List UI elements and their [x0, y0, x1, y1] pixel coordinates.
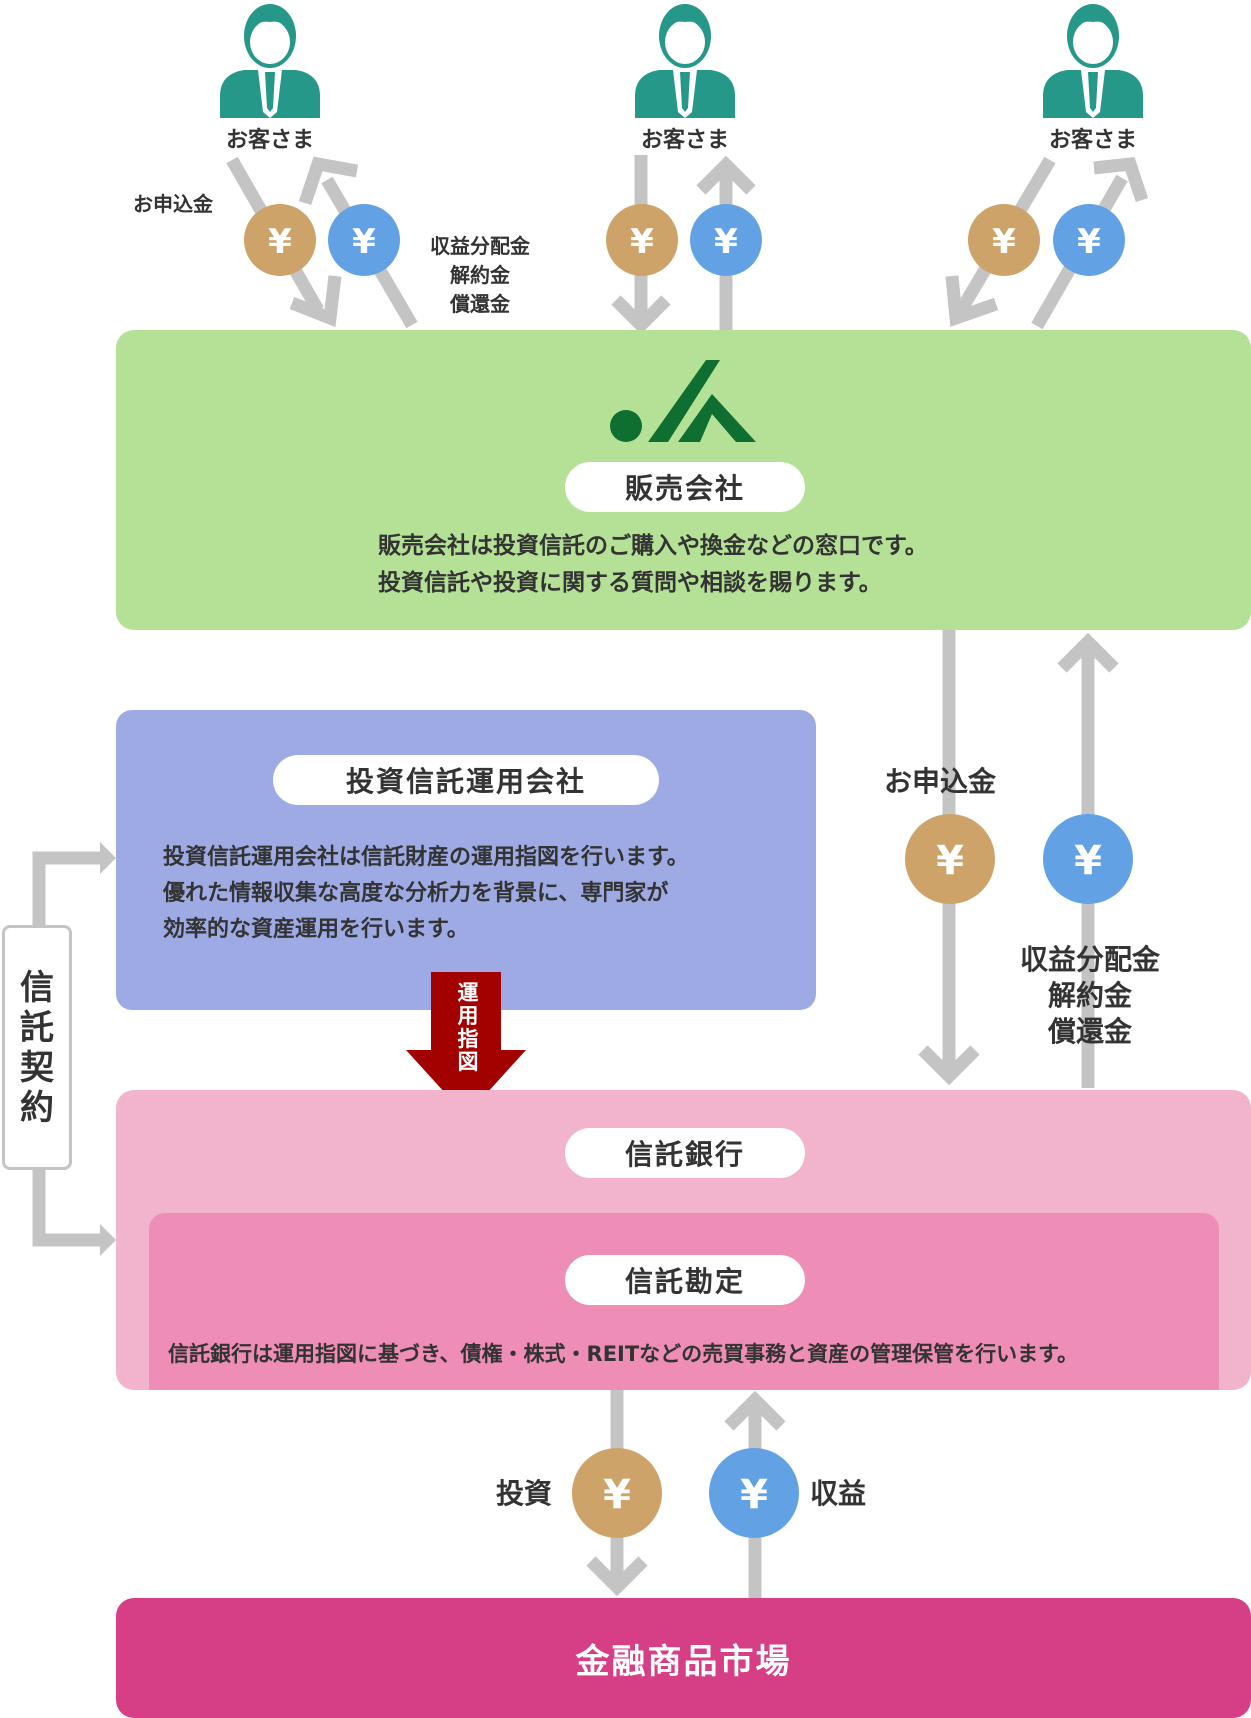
arrow-c3-application-head	[945, 275, 999, 327]
return-label-line: 収益分配金	[430, 234, 530, 258]
person-icon	[220, 4, 320, 118]
customer-label: お客さま	[1048, 128, 1137, 153]
contract-char: 約	[20, 1087, 54, 1128]
arrow-c1-return	[321, 176, 418, 329]
contract-char: 信	[20, 967, 54, 1008]
return-label-line: 償還金	[450, 292, 510, 316]
description-line: 投資信託運用会社は信託財産の運用指図を行います。	[163, 845, 689, 870]
arrow-c1-application-head	[289, 275, 342, 328]
arrow-mid-application-head	[918, 1045, 980, 1086]
description-line: 投資信託や投資に関する質問や相談を賜ります。	[378, 570, 882, 596]
financial-market-box: 金融商品市場	[116, 1598, 1251, 1718]
trust-bank-description: 信託銀行は運用指図に基づき、債権・株式・REITなどの売買事務と資産の管理保管を…	[168, 1342, 1079, 1366]
return-label: 収益分配金 解約金 償還金	[410, 232, 550, 319]
management-company-title: 投資信託運用会社	[273, 755, 659, 805]
contract-arrow-bottom-head	[100, 1224, 116, 1256]
instruction-char: 用	[457, 1004, 479, 1028]
instruction-char: 指	[457, 1027, 479, 1051]
arrow-mid-return-head	[1057, 632, 1119, 673]
contract-arrow-top	[32, 851, 104, 925]
application-label: お申込金	[133, 192, 213, 216]
arrow-c2-application-head	[611, 295, 671, 335]
arrow-c3-return	[1031, 174, 1128, 330]
arrow-c2-return-head	[696, 155, 756, 195]
arrow-c3-return-head	[1093, 156, 1149, 203]
return-label-line: 収益分配金	[1019, 943, 1160, 976]
return-label-line: 解約金	[450, 263, 510, 287]
description-line: 優れた情報収集な高度な分析力を背景に、専門家が	[163, 881, 669, 906]
return-label-line: 解約金	[1047, 979, 1132, 1012]
instruction-char: 図	[457, 1050, 479, 1074]
arrow-bottom-profit-head	[724, 1390, 786, 1431]
invest-label: 投資	[496, 1477, 553, 1510]
customer-label: お客さま	[640, 128, 729, 153]
description-line: 販売会社は投資信託のご購入や換金などの窓口です。	[378, 533, 928, 559]
arrow-c3-application	[954, 156, 1056, 316]
sales-company-description: 販売会社は投資信託のご購入や換金などの窓口です。 投資信託や投資に関する質問や相…	[378, 528, 928, 602]
return-label: 収益分配金 解約金 償還金	[1000, 942, 1180, 1050]
trust-bank-title: 信託銀行	[565, 1128, 805, 1178]
description-line: 効率的な資産運用を行います。	[163, 917, 469, 942]
trust-contract-box: 信 託 契 約	[2, 925, 72, 1170]
instruction-arrow-icon	[406, 972, 526, 1116]
contract-char: 契	[20, 1047, 54, 1088]
contract-arrow-top-head	[100, 842, 116, 874]
ja-logo-icon	[610, 360, 756, 442]
contract-arrow-bottom	[32, 1170, 104, 1247]
contract-char: 託	[20, 1007, 54, 1048]
arrow-bottom-invest-head	[586, 1556, 648, 1597]
sales-company-title: 販売会社	[565, 462, 805, 512]
profit-label: 収益	[810, 1477, 867, 1510]
customer-label: お客さま	[225, 128, 314, 153]
application-label: お申込金	[884, 765, 997, 798]
instruction-char: 運	[457, 981, 479, 1005]
arrow-c1-return-head	[298, 156, 359, 206]
person-icon	[1043, 4, 1143, 118]
person-icon	[635, 4, 735, 118]
management-company-description: 投資信託運用会社は信託財産の運用指図を行います。 優れた情報収集な高度な分析力を…	[163, 840, 689, 948]
instruction-label: 運 用 指 図	[453, 982, 483, 1074]
return-label-line: 償還金	[1047, 1015, 1132, 1048]
trust-account-title: 信託勘定	[565, 1255, 805, 1305]
